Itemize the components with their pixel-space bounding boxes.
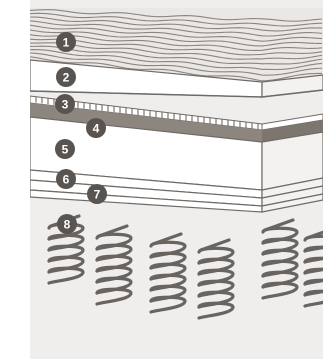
number-badge-icon — [56, 32, 76, 52]
number-badge-icon — [56, 169, 76, 189]
support-band-layer — [30, 103, 323, 142]
badge-7: 7 — [87, 184, 107, 204]
badge-3: 3 — [55, 94, 75, 114]
spring-coil — [303, 230, 323, 308]
badge-4: 4 — [86, 118, 106, 138]
spring-coil — [261, 218, 299, 300]
badge-number: 3 — [62, 98, 69, 112]
badge-number: 6 — [63, 173, 70, 187]
spring-coil — [149, 232, 187, 314]
badge-number: 2 — [63, 71, 70, 85]
number-badge-icon — [55, 139, 75, 159]
badge-number: 1 — [63, 36, 70, 50]
thin-layers — [30, 169, 323, 213]
core-foam-layer — [30, 116, 323, 191]
badge-1: 1 — [56, 32, 76, 52]
comfort-foam-layer — [30, 59, 323, 98]
number-badge-icon — [56, 67, 76, 87]
number-badge-icon — [55, 94, 75, 114]
badge-2: 2 — [56, 67, 76, 87]
badge-6: 6 — [56, 169, 76, 189]
badge-8: 8 — [57, 214, 77, 234]
spring-coil — [95, 224, 133, 306]
badge-number: 7 — [94, 188, 101, 202]
badge-number: 4 — [93, 122, 100, 136]
number-badge-icon — [57, 214, 77, 234]
pocket-springs — [47, 214, 323, 320]
badge-5: 5 — [55, 139, 75, 159]
top-quilt-layer — [30, 8, 323, 82]
number-badge-icon — [86, 118, 106, 138]
badge-number: 5 — [62, 143, 69, 157]
number-badge-icon — [87, 184, 107, 204]
badge-number: 8 — [64, 218, 71, 232]
spring-coil — [197, 238, 235, 320]
